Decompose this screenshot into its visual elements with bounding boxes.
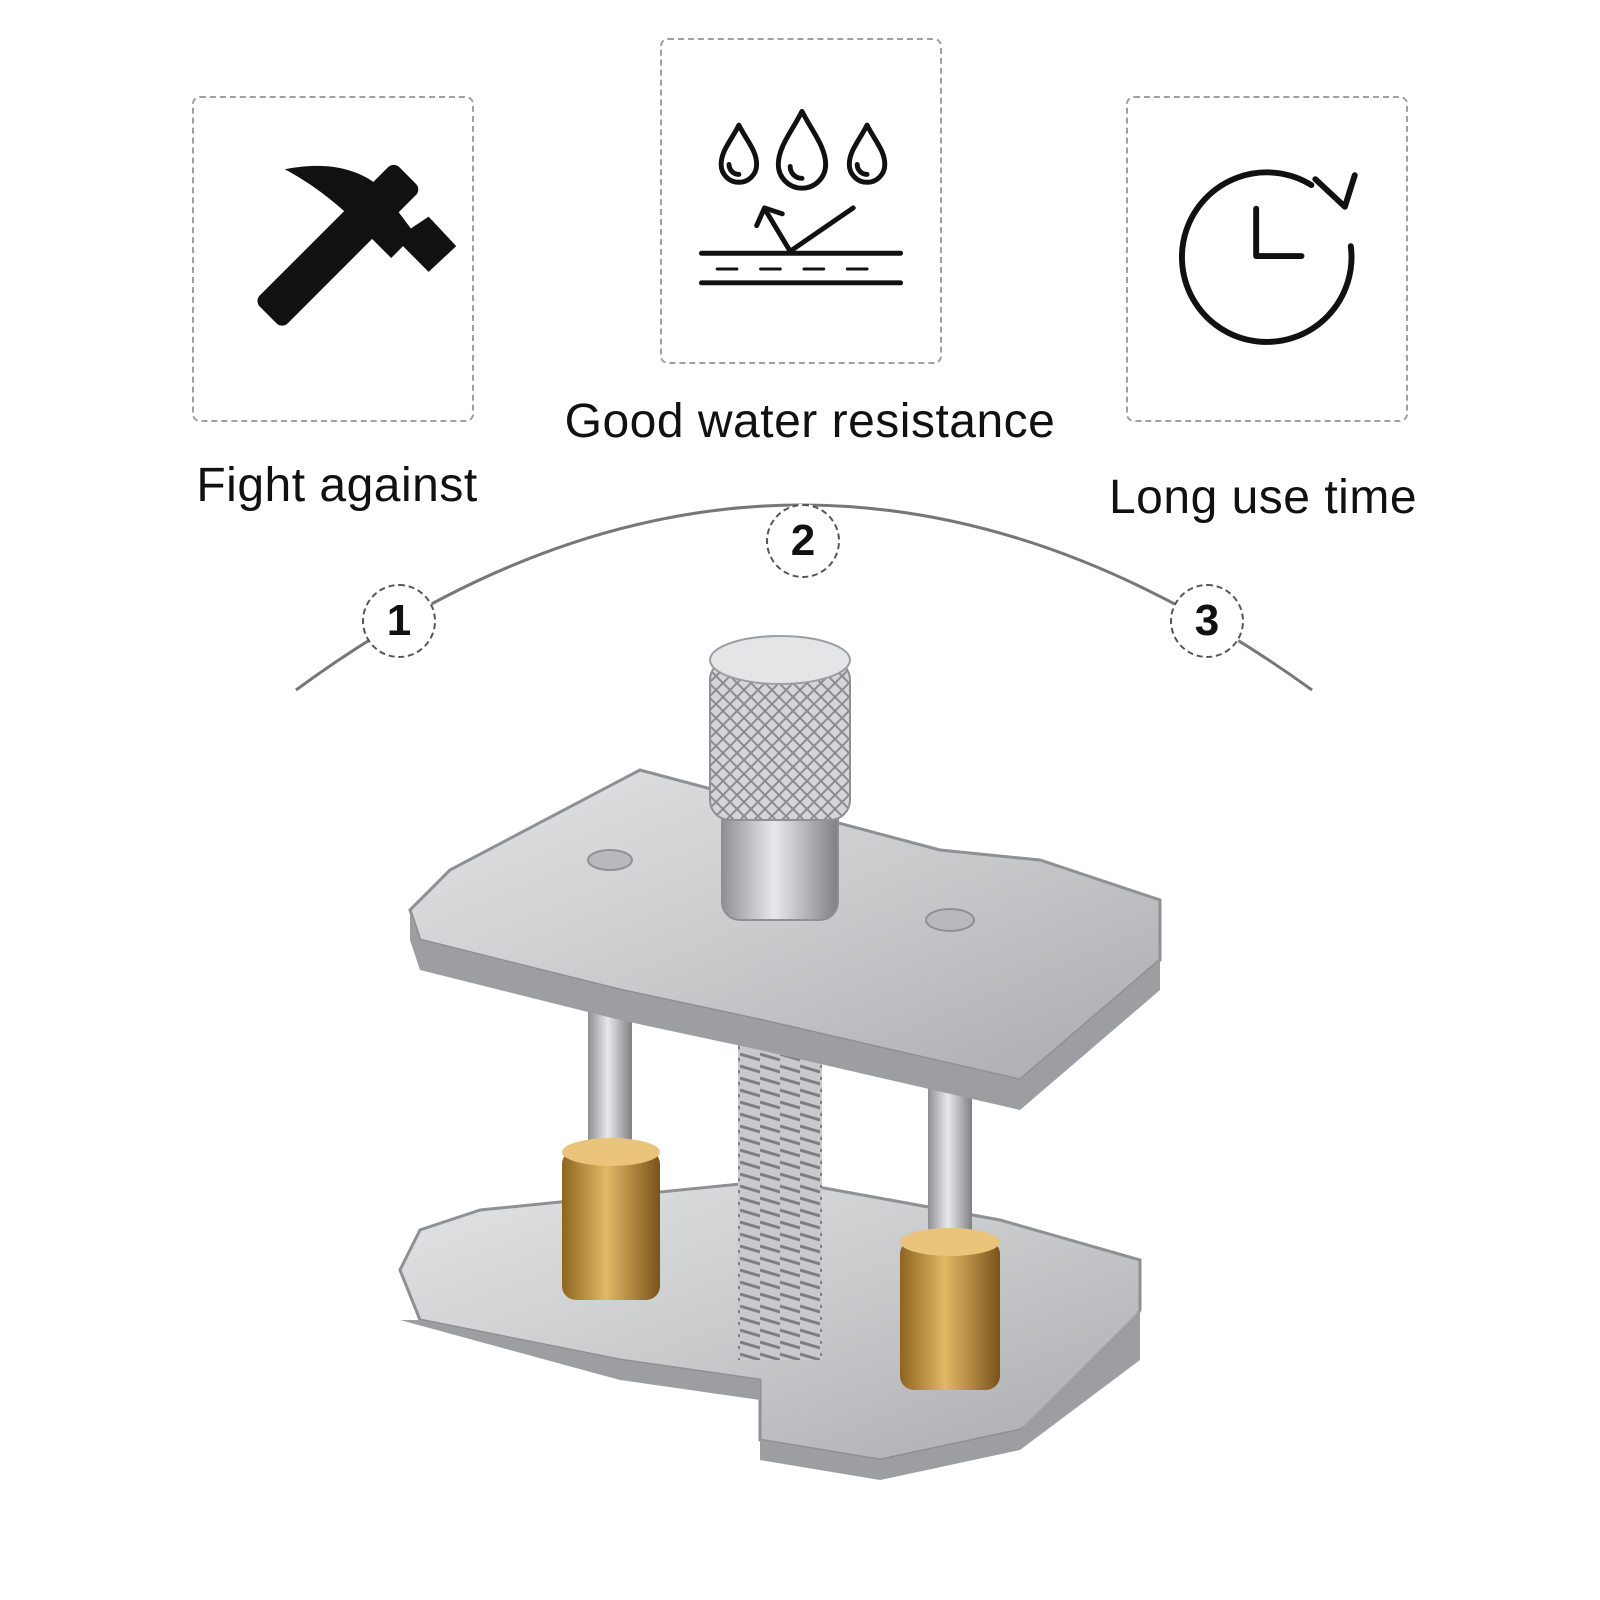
feature-box-water-resistance: [660, 38, 942, 364]
step-badge-2: 2: [766, 504, 840, 578]
step-badge-3: 3: [1170, 584, 1244, 658]
feature-box-fight-against: [192, 96, 474, 422]
feature-caption-3: Long use time: [1108, 471, 1418, 524]
water-drop-icon: [698, 108, 904, 286]
feature-caption-2: Good water resistance: [564, 395, 1056, 448]
hammer-icon: [257, 164, 457, 326]
step-badge-1: 1: [362, 584, 436, 658]
feature-caption-1: Fight against: [196, 459, 478, 512]
watch-press-tool-image: [398, 635, 1162, 1480]
clock-refresh-icon: [1179, 169, 1358, 345]
feature-box-long-use-time: [1126, 96, 1408, 422]
